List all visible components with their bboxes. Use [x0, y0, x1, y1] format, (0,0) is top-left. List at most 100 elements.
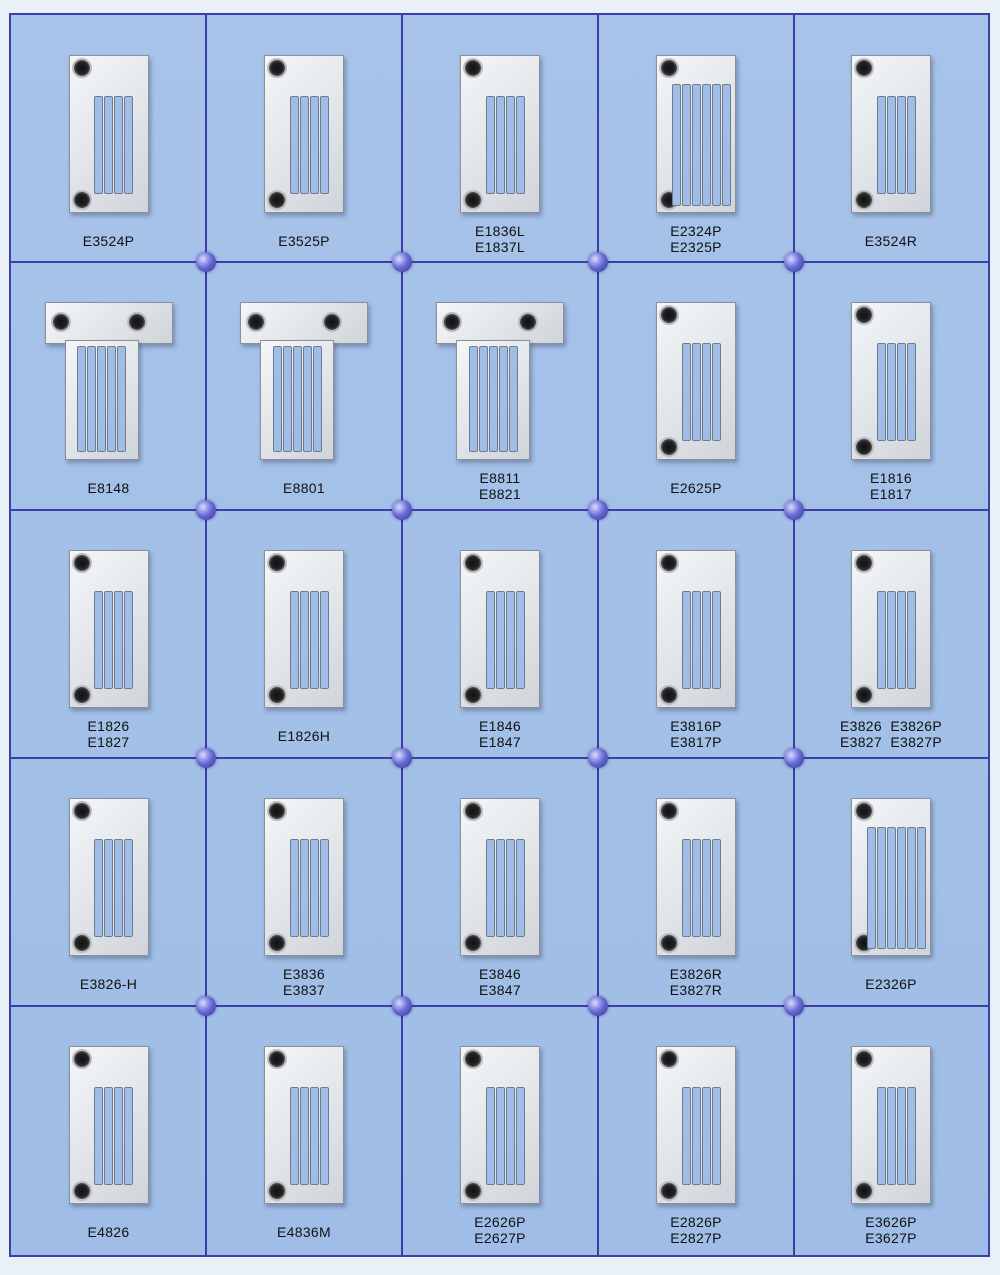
part-number-label: E3524R	[794, 233, 988, 249]
feed-slot	[691, 343, 701, 441]
intersection-dot	[588, 996, 608, 1016]
feed-slot	[896, 343, 906, 441]
feed-slot	[515, 591, 525, 689]
throat-plate-image	[460, 1046, 540, 1204]
intersection-dot	[588, 252, 608, 272]
part-number: E3525P	[278, 233, 330, 249]
part-number: E8148	[87, 480, 130, 496]
part-cell-e3826h[interactable]: E3826-H	[11, 758, 206, 1006]
part-cell-e4836m[interactable]: E4836M	[206, 1006, 402, 1255]
part-number: E3627P	[865, 1230, 917, 1246]
part-cell-e2625p[interactable]: E2625P	[598, 262, 794, 510]
intersection-dot	[392, 748, 412, 768]
feed-slot	[124, 591, 133, 689]
part-number: E3826R	[669, 966, 723, 982]
part-number-label: E8148	[11, 480, 206, 496]
screw-hole-icon	[442, 312, 462, 332]
throat-plate-image	[851, 302, 931, 460]
part-number-label: E2326P	[794, 976, 988, 992]
screw-hole-icon	[322, 312, 342, 332]
part-cell-e2326p[interactable]: E2326P	[794, 758, 988, 1006]
feed-slot	[272, 346, 282, 452]
feed-slot	[495, 1087, 505, 1185]
screw-hole-icon	[854, 553, 874, 573]
feed-slot	[505, 96, 515, 194]
part-number: E2826P	[670, 1214, 722, 1230]
part-number: E3847	[479, 982, 521, 998]
feed-slot	[711, 343, 721, 441]
part-number-label: E2625P	[598, 480, 794, 496]
part-number: E3816P	[670, 718, 722, 734]
part-number: E3817P	[670, 734, 722, 750]
intersection-dot	[392, 996, 412, 1016]
throat-plate-image	[436, 302, 564, 460]
feed-slot	[866, 827, 876, 949]
screw-hole-icon	[71, 58, 92, 78]
feed-slot	[312, 346, 322, 452]
screw-hole-icon	[267, 190, 287, 210]
feed-slot	[886, 591, 896, 689]
feed-slot	[114, 1087, 123, 1185]
intersection-dot	[392, 252, 412, 272]
feed-slot	[691, 1087, 701, 1185]
throat-plate-image	[68, 798, 149, 956]
feed-slot	[505, 591, 515, 689]
feed-slot	[87, 346, 96, 452]
screw-hole-icon	[854, 58, 874, 78]
feed-slot	[114, 96, 123, 194]
screw-hole-icon	[854, 305, 874, 325]
part-cell-e1826h[interactable]: E1826H	[206, 510, 402, 758]
part-cell-e3525p[interactable]: E3525P	[206, 15, 402, 262]
part-cell-e3524p[interactable]: E3524P	[11, 15, 206, 262]
screw-hole-icon	[246, 312, 266, 332]
part-number-label: E3525P	[206, 233, 402, 249]
screw-hole-icon	[659, 933, 679, 953]
part-number: E3826 E3826P	[840, 718, 942, 734]
part-cell-e3524r[interactable]: E3524R	[794, 15, 988, 262]
feed-slot	[299, 839, 309, 937]
screw-hole-icon	[854, 685, 874, 705]
grid-divider-horizontal	[11, 261, 988, 263]
throat-plate-image	[851, 550, 931, 708]
feed-slot	[691, 591, 701, 689]
screw-hole-icon	[854, 1181, 874, 1201]
throat-plate-image	[460, 550, 540, 708]
part-cell-e8148[interactable]: E8148	[11, 262, 206, 510]
part-cell-e8801[interactable]: E8801	[206, 262, 402, 510]
feed-slot	[876, 1087, 886, 1185]
part-number: E4826	[87, 1224, 130, 1240]
part-cell-e4826[interactable]: E4826	[11, 1006, 206, 1255]
feed-slot	[319, 839, 329, 937]
feed-slot	[906, 591, 916, 689]
part-number: E3826-H	[79, 976, 138, 992]
feed-slot	[876, 591, 886, 689]
feed-slot	[711, 84, 721, 206]
screw-hole-icon	[463, 685, 483, 705]
feed-slot	[505, 839, 515, 937]
feed-slot	[114, 839, 123, 937]
feed-slot	[299, 1087, 309, 1185]
feed-slot	[319, 96, 329, 194]
part-number: E4836M	[277, 1224, 331, 1240]
